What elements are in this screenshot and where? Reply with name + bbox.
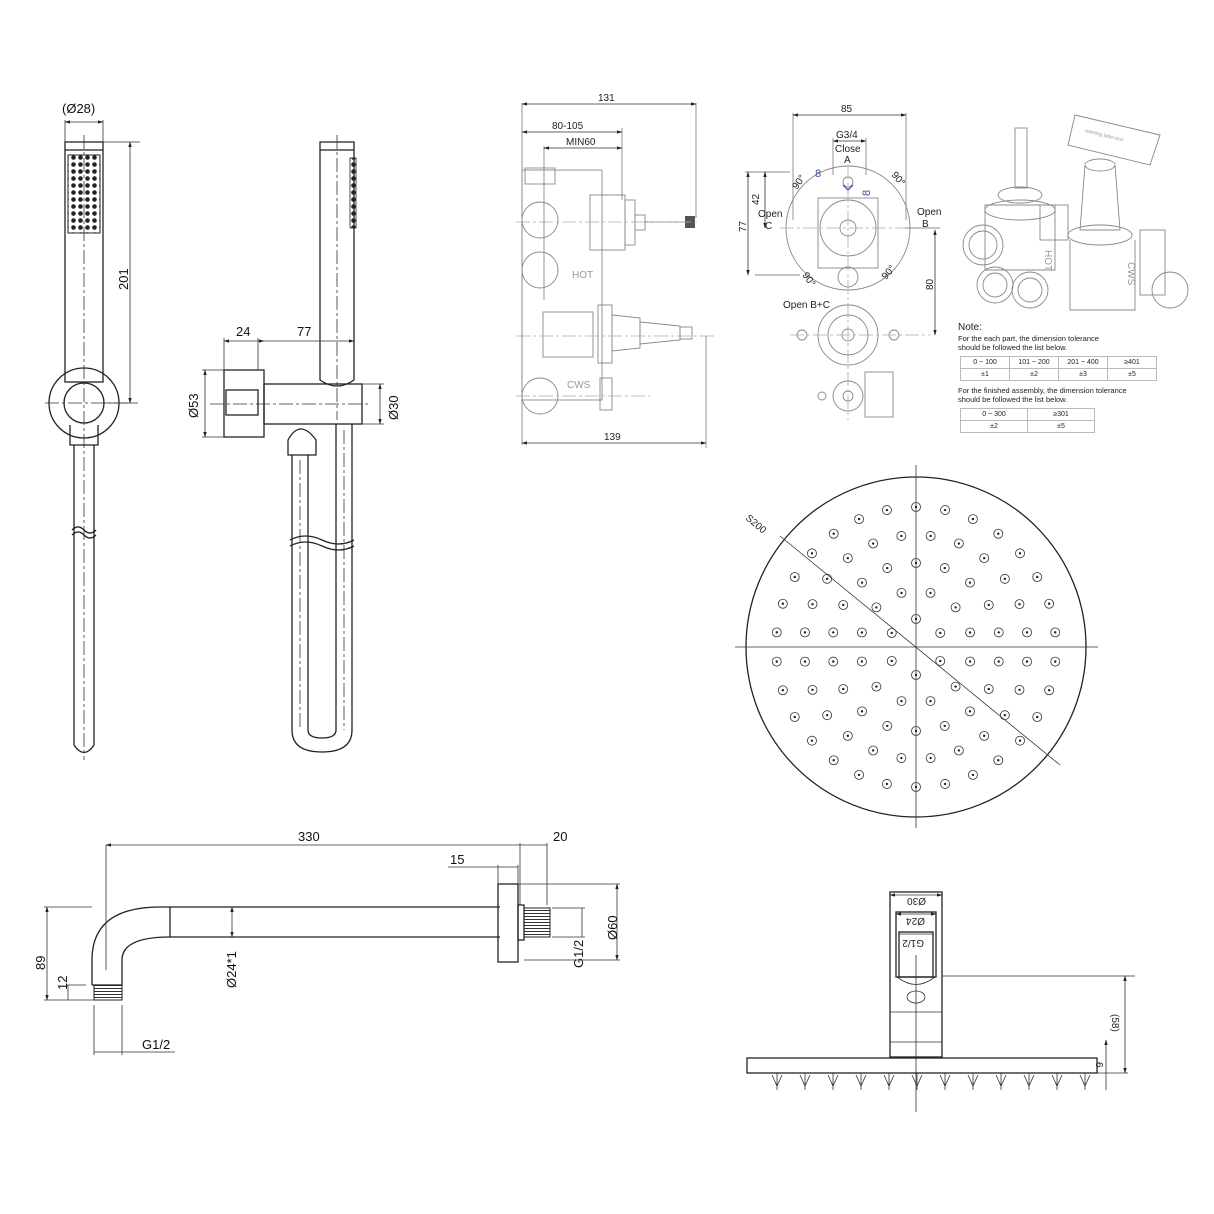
handset-diameter-label: (Ø28) xyxy=(62,101,95,116)
valve-total-depth-label: 131 xyxy=(598,93,615,104)
handset-length-label: 201 xyxy=(116,268,131,290)
nozzle-pattern xyxy=(771,502,1061,792)
close-label: Close xyxy=(835,144,861,155)
arm-inlet-thread-label: G1/2 xyxy=(142,1037,170,1052)
part-tolerance-cell: ±2 xyxy=(1009,368,1059,381)
assembly-range-cell: 0 ~ 300 xyxy=(960,408,1028,421)
valve-isometric-view: warning label text HOT CWS xyxy=(962,114,1189,311)
arm-pipe-diameter-label: Ø24*1 xyxy=(224,951,239,988)
tolerance-note: Note: For the each part, the dimension t… xyxy=(958,322,1158,438)
sh-height-label: (58) xyxy=(1109,1014,1120,1032)
iso-hot-label: HOT xyxy=(1042,250,1053,271)
projection-label: 77 xyxy=(297,324,311,339)
handset-front-view: (Ø28) 201 xyxy=(45,101,140,760)
part-tolerance-table: 0 ~ 100 101 ~ 200 201 ~ 400 ≥401 ±1 ±2 ±… xyxy=(960,356,1157,381)
angle-label-bl: 90° xyxy=(800,270,818,289)
valve-front-view: 85 G3/4 Close A 8 8 90° 90° 90° 90° Open… xyxy=(738,104,941,420)
sh-outer-diameter-label: Ø30 xyxy=(907,895,926,906)
open-b-port-label: B xyxy=(922,219,929,230)
shower-head-top-view: S200 xyxy=(735,465,1098,828)
dim-77-label: 77 xyxy=(738,220,749,232)
sh-thickness-label: 6 xyxy=(1093,1062,1104,1068)
arm-thread-length-label: 20 xyxy=(553,829,567,844)
note-assembly-text-1: For the finished assembly, the dimension… xyxy=(958,386,1127,395)
part-range-cell: ≥401 xyxy=(1107,356,1157,369)
dim-80-label: 80 xyxy=(925,278,936,290)
valve-width-label: 85 xyxy=(841,104,853,115)
close-port-label: A xyxy=(844,155,851,166)
valve-side-view: HOT CWS 131 80-105 MIN60 139 xyxy=(516,93,715,448)
svg-text:warning label text: warning label text xyxy=(1085,128,1125,143)
sh-thread-label: G1/2 xyxy=(902,937,924,948)
valve-overall-label: 139 xyxy=(604,432,621,443)
open-c-port-label: C xyxy=(765,221,772,232)
shower-head-diameter-label: S200 xyxy=(743,513,768,537)
assembly-tolerance-table: 0 ~ 300 ≥301 ±2 ±5 xyxy=(960,408,1095,433)
arm-outlet-thread-label: G1/2 xyxy=(571,940,586,968)
note-assembly-text-2: should be followed the list below. xyxy=(958,395,1068,404)
assembly-range-cell: ≥301 xyxy=(1027,408,1095,421)
note-part-text-1: For the each part, the dimension toleran… xyxy=(958,334,1099,343)
note-part-text-2: should be followed the list below. xyxy=(958,343,1068,352)
arm-flange-depth-label: 15 xyxy=(450,852,464,867)
outlet-diameter-label: Ø30 xyxy=(386,395,401,420)
arm-length-label: 330 xyxy=(298,829,320,844)
shower-head-side-view: Ø30 Ø24 G1/2 (58) 6 xyxy=(746,891,1135,1112)
part-range-cell: 201 ~ 400 xyxy=(1058,356,1108,369)
part-range-cell: 101 ~ 200 xyxy=(1009,356,1059,369)
sh-inner-diameter-label: Ø24 xyxy=(906,915,925,926)
part-tolerance-cell: ±1 xyxy=(960,368,1010,381)
spray-jets xyxy=(771,1073,1091,1090)
angle-label-tr: 90° xyxy=(889,170,907,189)
part-tolerance-cell: ±3 xyxy=(1058,368,1108,381)
valve-wall-range-label: 80-105 xyxy=(552,121,584,132)
valve-thread-label: G3/4 xyxy=(836,130,858,141)
open-c-label: Open xyxy=(758,209,782,220)
shower-arm-view: 330 20 15 89 12 Ø24*1 G1/2 G1/2 Ø60 xyxy=(33,829,620,1055)
part-range-cell: 0 ~ 100 xyxy=(960,356,1010,369)
arm-flange-diameter-label: Ø60 xyxy=(605,915,620,940)
blue-dim-a: 8 xyxy=(815,168,821,180)
open-bc-label: Open B+C xyxy=(783,300,830,311)
valve-side-hot-label: HOT xyxy=(572,270,593,281)
dim-42-label: 42 xyxy=(751,193,762,205)
iso-cws-label: CWS xyxy=(1125,262,1136,286)
flange-diameter-label: Ø53 xyxy=(186,393,201,418)
handset-side-view: 24 77 Ø53 Ø30 xyxy=(186,135,401,753)
bracket-depth-label: 24 xyxy=(236,324,250,339)
blue-dim-b: 8 xyxy=(861,190,873,196)
part-tolerance-cell: ±5 xyxy=(1107,368,1157,381)
valve-side-cws-label: CWS xyxy=(567,380,591,391)
assembly-tolerance-cell: ±5 xyxy=(1027,420,1095,433)
open-b-label: Open xyxy=(917,207,941,218)
note-title: Note: xyxy=(958,322,982,333)
valve-min-depth-label: MIN60 xyxy=(566,137,596,148)
arm-thread-height-label: 12 xyxy=(55,976,70,990)
arm-height-label: 89 xyxy=(33,956,48,970)
assembly-tolerance-cell: ±2 xyxy=(960,420,1028,433)
